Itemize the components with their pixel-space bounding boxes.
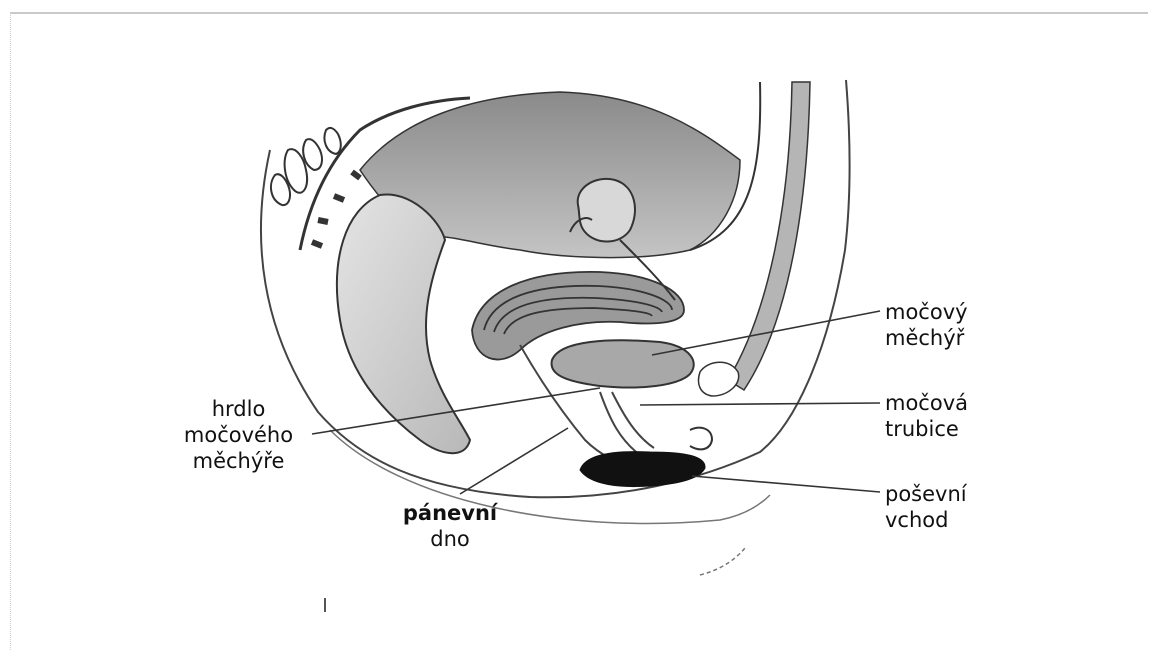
label-bladder-neck-line3: měchýře — [166, 448, 311, 474]
leader-pelvic-floor — [460, 428, 568, 494]
label-bladder-neck-line1: hrdlo — [166, 396, 311, 422]
abdominal-wall — [728, 82, 810, 390]
ovary — [578, 179, 635, 242]
buttock-contour — [700, 548, 745, 575]
bladder — [552, 340, 694, 387]
label-bladder: močový měchýř — [885, 299, 968, 351]
label-vaginal-opening: poševní vchod — [885, 481, 967, 533]
label-bladder-neck-line2: močového — [166, 422, 311, 448]
leader-urethra — [640, 403, 880, 405]
label-urethra-line1: močová — [885, 390, 968, 416]
label-pelvic-floor-line1: pánevní — [390, 500, 510, 526]
vaginal-opening-shape — [580, 452, 705, 487]
label-urethra-line2: trubice — [885, 416, 968, 442]
label-vaginal-opening-line2: vchod — [885, 507, 967, 533]
label-bladder-neck: hrdlo močového měchýře — [166, 396, 311, 474]
label-urethra: močová trubice — [885, 390, 968, 442]
label-bladder-line2: měchýř — [885, 325, 968, 351]
label-pelvic-floor: pánevní dno — [390, 500, 510, 552]
label-bladder-line1: močový — [885, 299, 968, 325]
leader-vaginal-opening — [692, 476, 880, 492]
label-pelvic-floor-line2: dno — [390, 526, 510, 552]
label-vaginal-opening-line1: poševní — [885, 481, 967, 507]
